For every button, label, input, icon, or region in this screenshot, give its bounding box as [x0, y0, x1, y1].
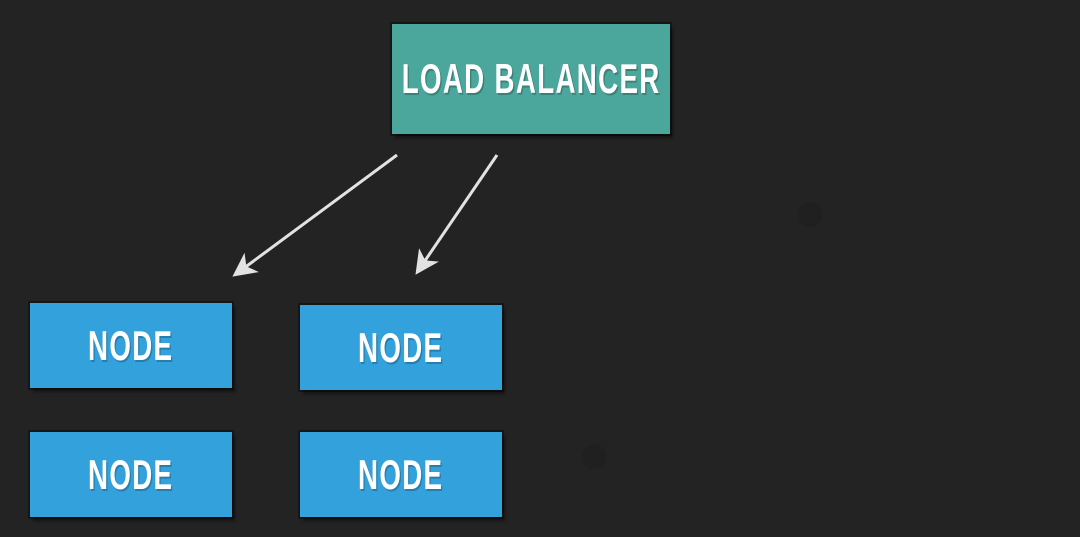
load-balancer-box: LOAD BALANCER: [392, 24, 670, 134]
node-1-label: NODE: [88, 321, 174, 369]
node-3-box: NODE: [30, 432, 232, 517]
node-4-box: NODE: [300, 432, 502, 517]
node-4-label: NODE: [358, 450, 444, 498]
arrow-lb-to-node-1: [232, 153, 398, 277]
node-2-label: NODE: [358, 323, 444, 371]
node-3-label: NODE: [88, 450, 174, 498]
arrow-lb-to-node-2: [415, 154, 499, 275]
node-1-box: NODE: [30, 303, 232, 388]
load-balancer-label: LOAD BALANCER: [401, 55, 661, 102]
node-2-box: NODE: [300, 305, 502, 390]
